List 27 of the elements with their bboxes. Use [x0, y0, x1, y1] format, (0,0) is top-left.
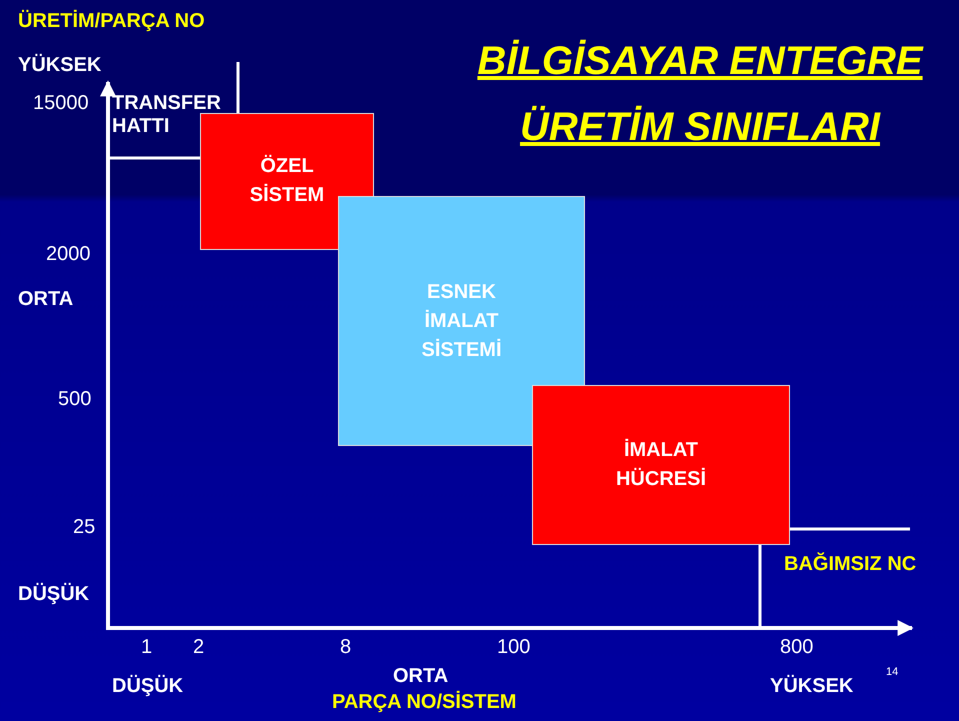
axis-level-label: DÜŞÜK — [18, 583, 90, 606]
axis-level-label: DÜŞÜK — [112, 675, 184, 698]
tick-label: 1 — [141, 636, 152, 659]
tick-label: 25 — [73, 516, 96, 539]
box-label: ÖZEL SİSTEM — [248, 154, 326, 208]
tick-label: 800 — [780, 636, 814, 659]
tick-label: 100 — [497, 636, 530, 659]
slide-number: 14 — [886, 666, 898, 679]
category-box — [532, 385, 790, 545]
title: BİLGİSAYAR ENTEGRE ÜRETİM SINIFLARI — [476, 38, 924, 151]
region-label: TRANSFER HATTI — [112, 92, 222, 138]
axis-title: ÜRETİM/PARÇA NO — [18, 10, 205, 33]
tick-label: 2000 — [46, 243, 90, 266]
category-box — [200, 113, 374, 250]
tick-label: 2 — [193, 636, 204, 659]
axis-level-label: ORTA — [18, 288, 74, 311]
tick-label: 500 — [58, 388, 92, 411]
axis-level-label: YÜKSEK — [18, 54, 102, 77]
region-label: BAĞIMSIZ NC — [784, 553, 916, 576]
box-label: İMALAT HÜCRESİ — [614, 438, 707, 492]
box-label: ESNEK İMALAT SİSTEMİ — [420, 280, 502, 362]
axis-title: PARÇA NO/SİSTEM — [332, 691, 516, 714]
category-box — [338, 196, 585, 446]
axis-level-label: ORTA — [393, 665, 448, 688]
tick-label: 8 — [340, 636, 352, 659]
axis-level-label: YÜKSEK — [770, 675, 854, 698]
tick-label: 15000 — [33, 92, 89, 115]
